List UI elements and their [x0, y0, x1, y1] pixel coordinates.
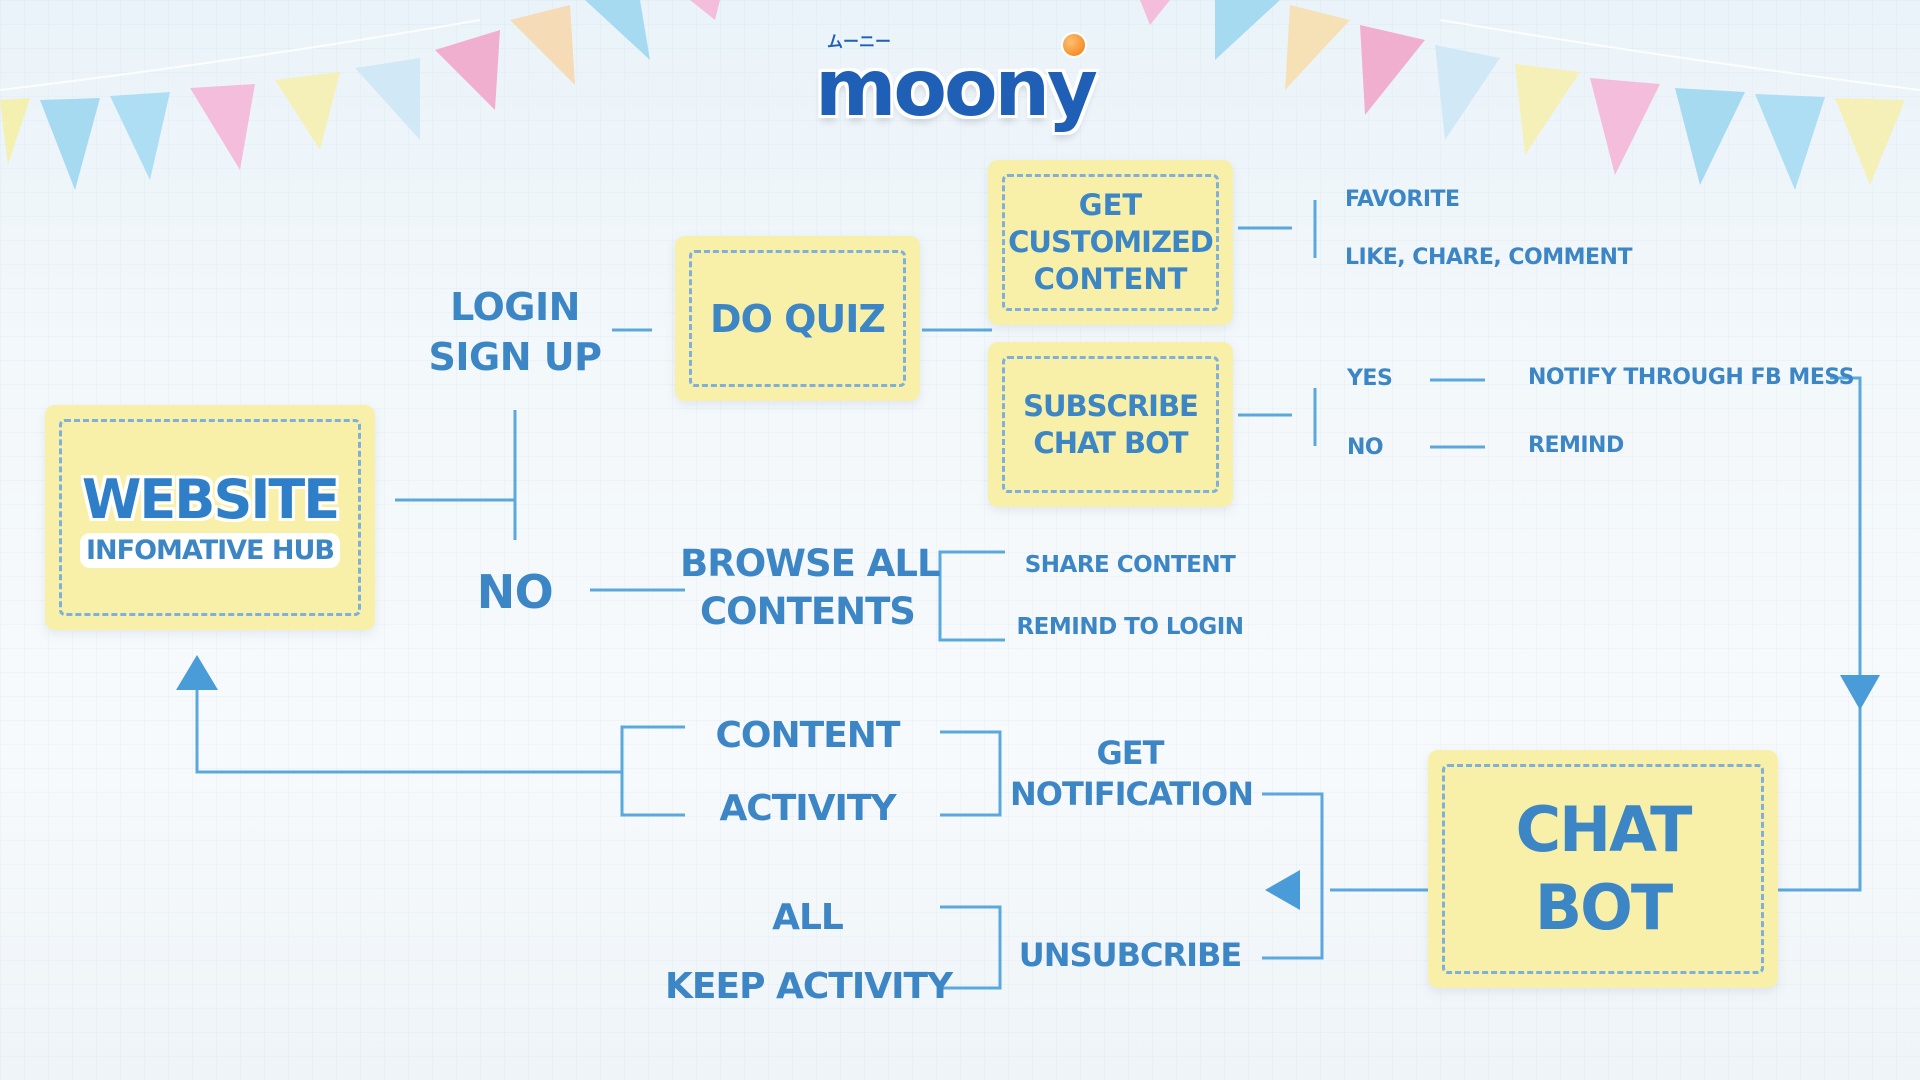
customized-line2: CUSTOMIZED [1008, 225, 1214, 259]
flag [1755, 94, 1825, 190]
flag [275, 72, 340, 150]
flag [1435, 45, 1500, 140]
do-quiz-label: DO QUIZ [710, 296, 886, 341]
chatbot-line2: BOT [1534, 871, 1673, 944]
notification-line1: GET [1096, 734, 1165, 772]
option-yes: YES [1347, 366, 1393, 391]
flag [1515, 64, 1580, 155]
flag [1675, 88, 1745, 185]
login-text: LOGIN [450, 285, 580, 329]
subscribe-line2: CHAT BOT [1033, 425, 1188, 460]
website-subtitle: INFOMATIVE HUB [79, 532, 340, 568]
option-remind: REMIND [1528, 433, 1624, 458]
logo-orange-dot [1061, 32, 1087, 58]
flag [190, 84, 255, 170]
option-remind-login: REMIND TO LOGIN [1016, 614, 1244, 640]
option-content: CONTENT [715, 715, 901, 756]
customized-line1: GET [1078, 188, 1143, 222]
option-notify-fb: NOTIFY THROUGH FB MESS [1528, 365, 1855, 390]
flag [355, 58, 420, 140]
flag [435, 30, 500, 110]
option-favorite: FAVORITE [1345, 187, 1460, 212]
option-keep-activity: KEEP ACTIVITY [665, 966, 953, 1007]
get-notification-label: GET NOTIFICATION [1010, 733, 1254, 815]
chatbot-box: CHAT BOT [1428, 750, 1778, 988]
logo-kana: ムーニー [827, 32, 892, 51]
bunting-decoration [0, 0, 1920, 190]
flag [40, 98, 100, 190]
browse-line1: BROWSE ALL [680, 542, 941, 585]
browse-line2: CONTENTS [700, 590, 916, 633]
website-box: WEBSITE INFOMATIVE HUB [45, 405, 375, 630]
flag [690, 0, 720, 20]
flag [110, 92, 170, 180]
branch-login-label: LOGIN SIGN UP [425, 282, 605, 382]
unsubscribe-label: UNSUBCRIBE [1018, 936, 1242, 974]
customized-line3: CONTENT [1033, 262, 1188, 296]
flag [1285, 5, 1350, 90]
option-all: ALL [772, 897, 844, 938]
subscribe-chatbot-box: SUBSCRIBE CHAT BOT [988, 342, 1233, 507]
flag [1835, 98, 1905, 185]
website-box-inner: WEBSITE INFOMATIVE HUB [59, 419, 361, 616]
arrow-up-icon [176, 655, 218, 690]
option-activity: ACTIVITY [719, 788, 896, 829]
branch-no-label: NO [476, 565, 554, 619]
notification-line2: NOTIFICATION [1010, 775, 1254, 813]
flag [0, 98, 30, 165]
moony-logo: ムーニー moony [805, 22, 1105, 134]
flag [1360, 25, 1425, 115]
browse-all-label: BROWSE ALL CONTENTS [680, 540, 941, 636]
customized-content-box: GET CUSTOMIZED CONTENT [988, 160, 1233, 325]
flag [585, 0, 650, 60]
arrow-down-icon [1840, 675, 1880, 710]
website-title: WEBSITE [81, 467, 340, 531]
arrow-left-icon [1265, 870, 1300, 910]
subscribe-line1: SUBSCRIBE [1023, 388, 1199, 423]
do-quiz-box: DO QUIZ [675, 236, 920, 401]
flag [1215, 0, 1280, 60]
logo-wordmark: moony [815, 44, 1098, 134]
option-no: NO [1347, 435, 1384, 460]
option-share-content: SHARE CONTENT [1024, 552, 1236, 578]
chatbot-line1: CHAT [1515, 793, 1693, 866]
flag [1590, 78, 1660, 175]
flag [510, 5, 575, 85]
option-like-chare-comment: LIKE, CHARE, COMMENT [1345, 245, 1632, 270]
signup-text: SIGN UP [428, 335, 602, 379]
flag [1140, 0, 1170, 25]
